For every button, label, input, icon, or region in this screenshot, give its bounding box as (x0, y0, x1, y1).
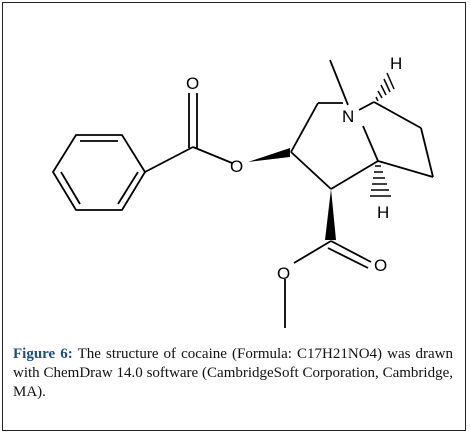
cocaine-structure: O O N H H O O (51, 54, 434, 328)
atom-ester-oxygen-left: O (230, 157, 243, 176)
figure-frame (2, 2, 466, 431)
benzene-ring (51, 134, 147, 211)
atom-ester-oxygen-bottom: O (277, 264, 290, 283)
atom-carbonyl-oxygen-bottom: O (374, 256, 387, 275)
hashed-bond-top-h (375, 72, 395, 102)
hashed-bond-bottom-h (370, 165, 391, 197)
atom-nitrogen: N (342, 107, 354, 126)
benzoyl-bonds (144, 93, 233, 173)
tropane-bonds (290, 59, 434, 190)
atom-hydrogen-bottom: H (377, 203, 389, 222)
atom-hydrogen-top: H (390, 54, 402, 73)
figure-caption-text: The structure of cocaine (Formula: C17H2… (13, 346, 454, 400)
wedge-bond-ester-oxygen (248, 148, 290, 162)
methyl-ester-bonds (284, 240, 372, 328)
wedge-bond-ester-carbon (325, 189, 336, 240)
figure-caption: Figure 6: The structure of cocaine (Form… (13, 345, 453, 402)
figure-label: Figure 6: (13, 346, 73, 362)
atom-carbonyl-oxygen-top: O (186, 74, 199, 93)
